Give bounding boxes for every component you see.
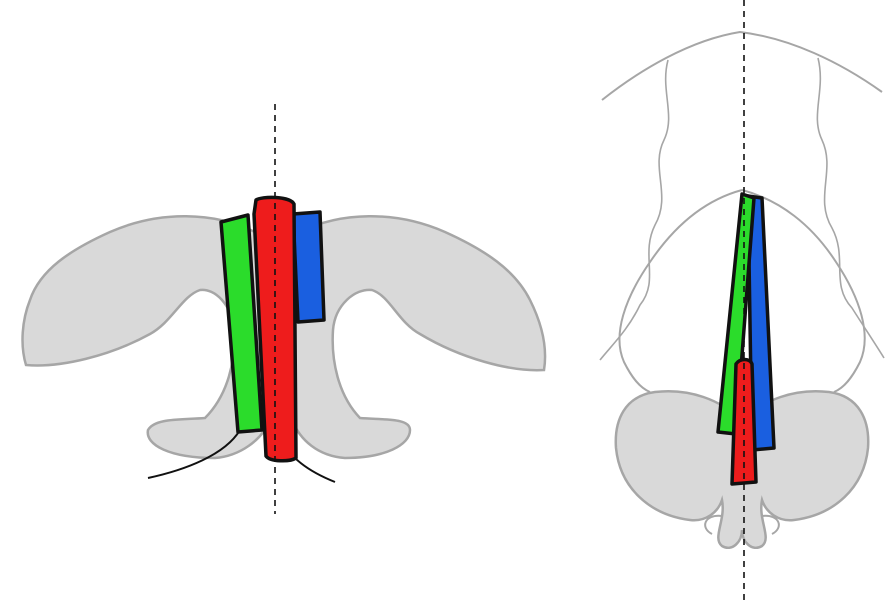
left-panel-frontal-view [23, 104, 546, 514]
right-wavy-suture [817, 58, 884, 358]
left-wavy-suture [600, 60, 669, 360]
right-panel-basal-view [600, 0, 884, 604]
upper-skull-outline [602, 32, 882, 100]
right-alar-cartilage-shape [288, 216, 545, 458]
blue-graft-frontal [293, 212, 324, 322]
